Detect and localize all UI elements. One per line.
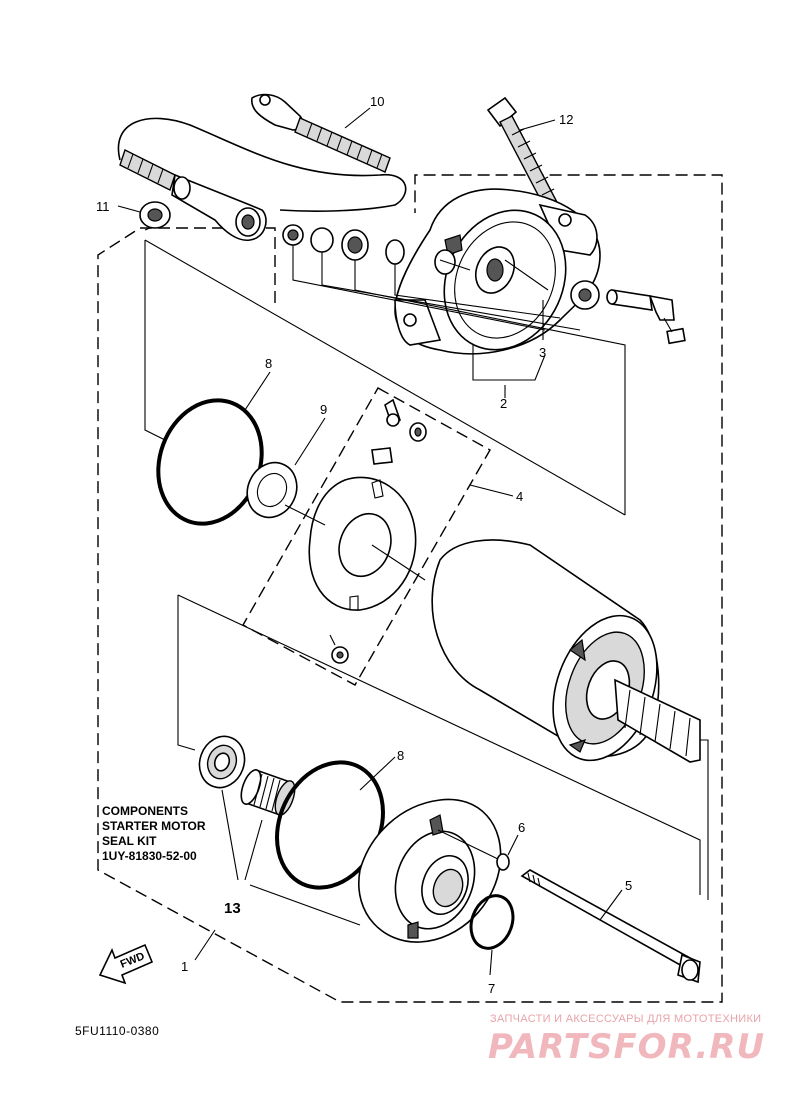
watermark-brand: PARTSFOR.RU <box>488 1027 765 1067</box>
part-8-o-ring-upper <box>156 398 264 526</box>
part-5-through-bolt <box>520 869 701 984</box>
part-6-o-ring <box>496 853 510 871</box>
leader-lines-lower <box>177 594 709 900</box>
callout-10: 10 <box>370 94 384 109</box>
watermark: ЗАПЧАСТИ И АКСЕССУАРЫ ДЛЯ МОТОТЕХНИКИ PA… <box>488 1013 765 1067</box>
callout-12: 12 <box>559 112 573 127</box>
note-line-1: COMPONENTS <box>102 804 188 818</box>
callout-13: 13 <box>224 900 241 917</box>
part-4-brush-holder <box>308 398 427 664</box>
seal-kit-note: COMPONENTS STARTER MOTOR SEAL KIT 1UY-81… <box>102 804 206 863</box>
callout-2: 2 <box>500 396 507 411</box>
part-9-washer <box>246 461 298 519</box>
part-4-boundary <box>242 387 491 686</box>
motor-yoke <box>431 539 701 763</box>
part-3-terminal-bolt <box>570 280 686 345</box>
note-line-2: STARTER MOTOR <box>102 819 206 833</box>
callout-11: 11 <box>96 199 110 214</box>
note-line-3: SEAL KIT <box>102 834 157 848</box>
rear-cover <box>358 798 502 943</box>
callout-3: 3 <box>539 345 546 360</box>
callout-1: 1 <box>181 959 188 974</box>
front-cover-housing <box>394 188 601 355</box>
part-2-washer-set <box>282 224 405 265</box>
callout-8-lower: 8 <box>397 748 404 763</box>
leader-lines-13 <box>221 789 501 926</box>
assembly-boundary <box>97 174 723 1003</box>
callout-7: 7 <box>488 981 495 996</box>
leader-lines-top <box>144 227 626 516</box>
part-7-o-ring <box>469 894 515 950</box>
callout-leaders <box>117 107 623 976</box>
watermark-tagline: ЗАПЧАСТИ И АКСЕССУАРЫ ДЛЯ МОТОТЕХНИКИ <box>490 1013 761 1025</box>
leader-line-9 <box>284 504 326 526</box>
callout-4: 4 <box>516 489 523 504</box>
callout-9: 9 <box>320 402 327 417</box>
callout-5: 5 <box>625 878 632 893</box>
leader-line-4 <box>371 544 426 581</box>
part-13-oil-seal <box>198 735 246 789</box>
note-line-4: 1UY-81830-52-00 <box>102 849 197 863</box>
fwd-arrow-icon: FWD <box>98 943 154 985</box>
callout-8-upper: 8 <box>265 356 272 371</box>
part-10-lead-wire <box>117 93 407 242</box>
part-11-nut <box>139 201 171 229</box>
drawing-code: 5FU1110-0380 <box>75 1024 159 1038</box>
callout-6: 6 <box>518 820 525 835</box>
